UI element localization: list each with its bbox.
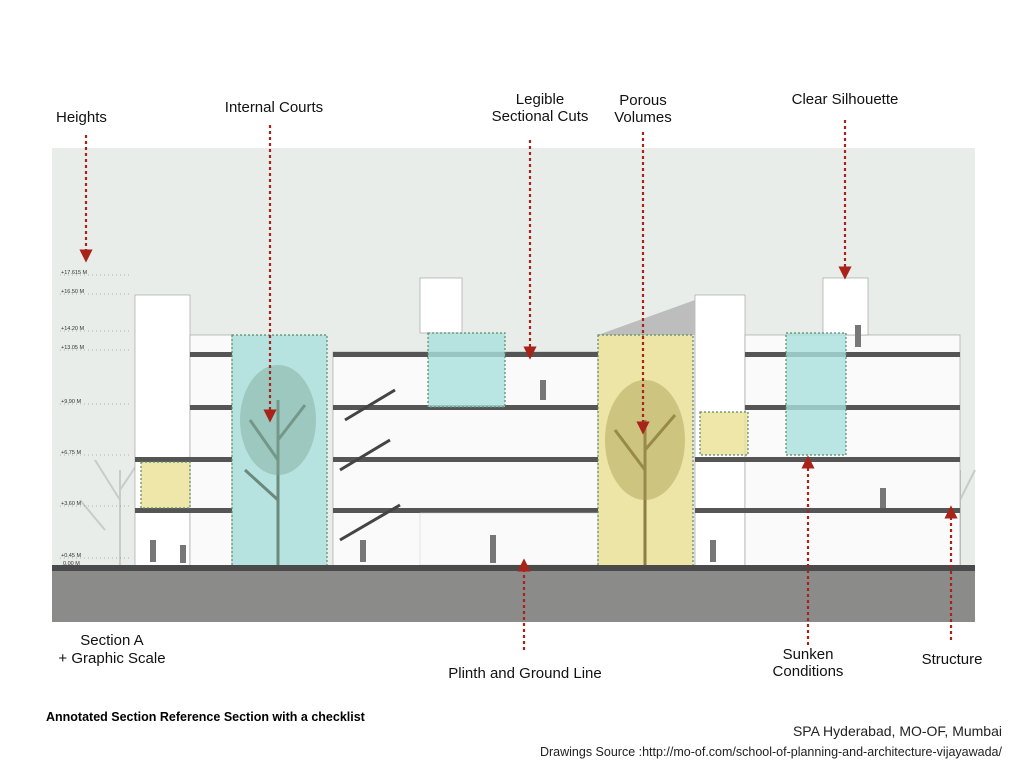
caption-credit: SPA Hyderabad, MO-OF, Mumbai — [792, 723, 1002, 739]
level-label: +16.50 M — [61, 289, 85, 295]
label-legible-2: Sectional Cuts — [491, 108, 589, 125]
level-label: +0.45 M — [61, 553, 81, 559]
level-label: +14.20 M — [61, 326, 85, 332]
caption-source: Drawings Source :http://mo-of.com/school… — [539, 745, 1002, 759]
label-section-a-1: Section A — [80, 632, 144, 649]
label-porous-1: Porous — [619, 92, 667, 109]
level-label: +6.75 M — [61, 450, 81, 456]
label-plinth: Plinth and Ground Line — [448, 665, 602, 682]
label-heights: Heights — [56, 109, 107, 126]
label-porous-2: Volumes — [614, 109, 672, 126]
caption-title: Annotated Section Reference Section with… — [46, 710, 365, 724]
court-trees — [240, 365, 685, 565]
level-label: 0.00 M — [63, 561, 80, 567]
label-sunken-2: Conditions — [772, 663, 844, 680]
label-internal-courts: Internal Courts — [224, 99, 324, 116]
label-structure: Structure — [921, 651, 983, 668]
label-legible-1: Legible — [515, 91, 565, 108]
level-label: +3.60 M — [61, 501, 81, 507]
level-label: +13.05 M — [61, 345, 85, 351]
level-label: +9.90 M — [61, 399, 81, 405]
level-label: +17.615 M — [61, 270, 88, 276]
label-clear-silhouette: Clear Silhouette — [791, 91, 899, 108]
plinth-line — [52, 565, 975, 571]
label-section-a-2: + Graphic Scale — [58, 650, 166, 667]
ground-band — [52, 571, 975, 622]
label-sunken-1: Sunken — [782, 646, 834, 663]
building-section — [134, 277, 961, 568]
